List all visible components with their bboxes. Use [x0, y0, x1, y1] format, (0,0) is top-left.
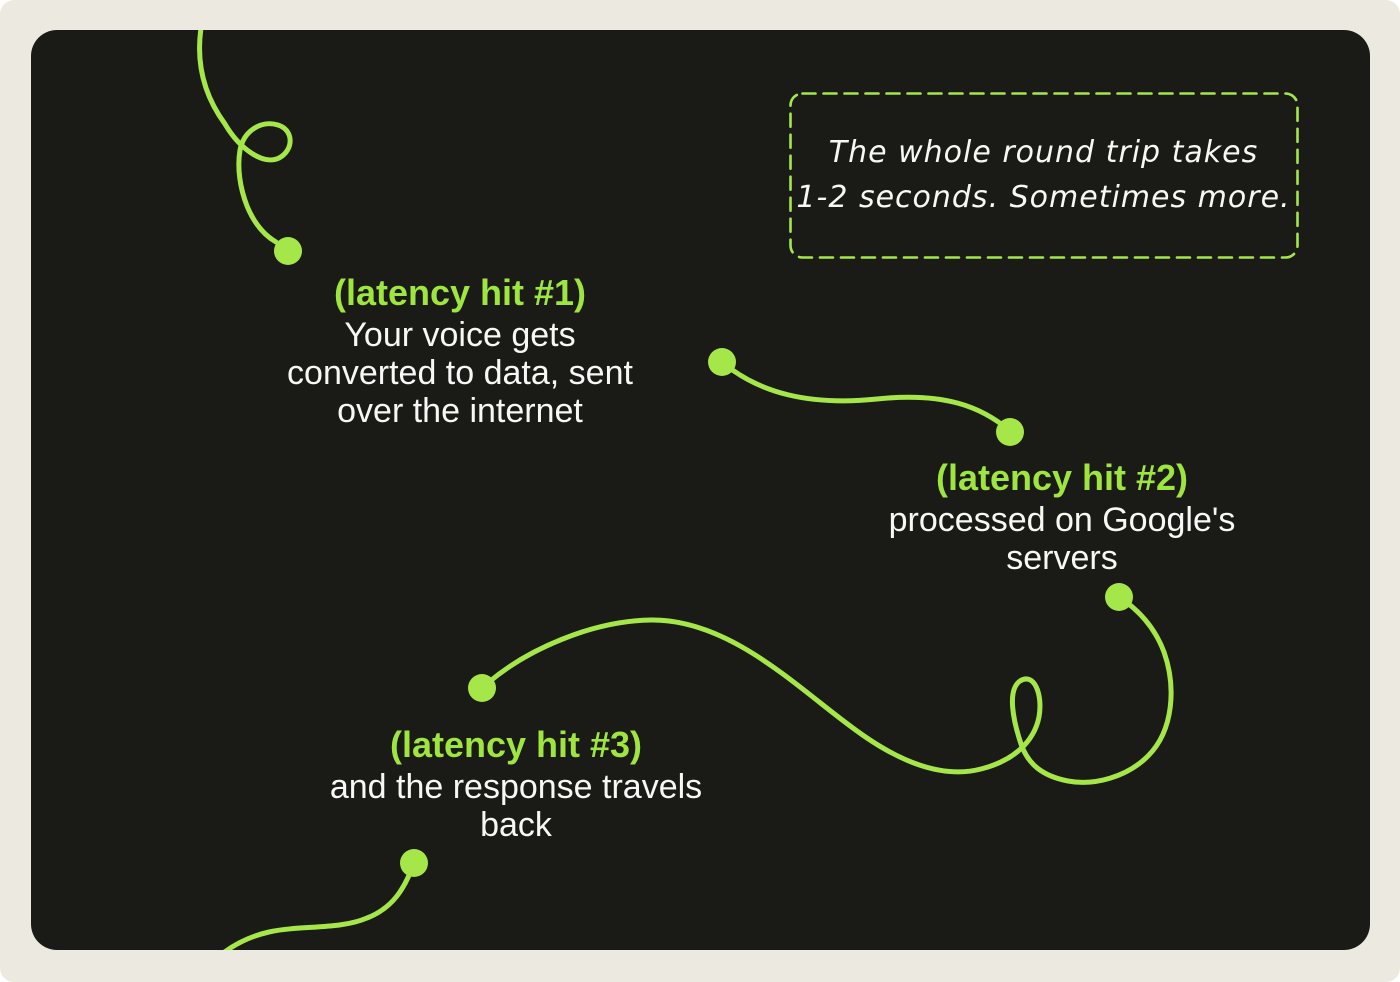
step2-heading: (latency hit #2): [935, 457, 1189, 498]
dark-canvas: The whole round trip takes 1-2 seconds. …: [31, 30, 1370, 950]
connector-dot: [274, 237, 302, 265]
step1-text-line: over the internet: [337, 392, 583, 430]
step1-heading: (latency hit #1): [333, 272, 587, 313]
curve-into-step1: [197, 30, 293, 245]
curve-step2-to-step3: [486, 594, 1174, 785]
step2-text-line: servers: [1006, 539, 1118, 577]
step3-text-line: back: [480, 806, 552, 844]
round-trip-note: The whole round trip takes 1-2 seconds. …: [790, 93, 1297, 257]
connector-dot: [996, 418, 1024, 446]
step2-text-line: processed on Google's: [888, 501, 1236, 539]
note-text-line: The whole round trip takes: [828, 135, 1259, 170]
curve-exit-bottom: [223, 860, 417, 950]
step3-heading: (latency hit #3): [389, 724, 643, 765]
latency-step-1: (latency hit #1) Your voice gets convert…: [200, 270, 720, 430]
step1-text-line: converted to data, sent: [287, 354, 633, 392]
note-text-line: 1-2 seconds. Sometimes more.: [796, 180, 1291, 215]
latency-step-2: (latency hit #2) processed on Google's s…: [832, 455, 1292, 577]
connector-dot: [468, 674, 496, 702]
latency-flow-artwork: [197, 30, 1299, 950]
latency-step-3: (latency hit #3) and the response travel…: [266, 722, 766, 844]
curve-step1-to-step2: [719, 359, 1013, 434]
step1-text-line: Your voice gets: [344, 316, 576, 354]
step3-text-line: and the response travels: [329, 768, 703, 806]
note-dashed-border: [789, 92, 1299, 259]
